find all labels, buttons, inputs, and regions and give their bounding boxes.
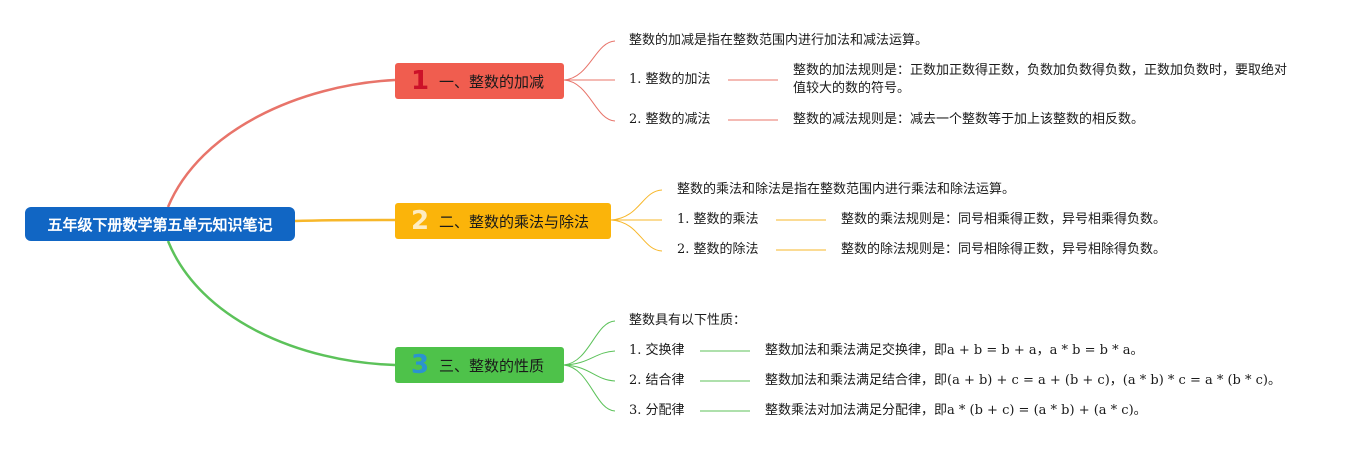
topic-1-branch-intro [563, 40, 616, 81]
topic-3-branch-item-3 [563, 364, 616, 412]
topic-2-item-2-detail[interactable]: 整数的除法规则是：同号相除得正数，异号相除得负数。 [841, 242, 1167, 257]
topic-1-intro[interactable]: 整数的加减是指在整数范围内进行加法和减法运算。 [629, 33, 929, 48]
topic-2-label: 二、整数的乘法与除法 [439, 212, 590, 231]
root-to-topic-1-line [166, 78, 396, 208]
topic-3-item-3-label[interactable]: 3. 分配律 [629, 403, 685, 418]
topic-1-number-icon: 1 [410, 66, 430, 96]
topic-3-intro[interactable]: 整数具有以下性质： [629, 313, 747, 328]
topic-node-1[interactable]: 1 一、整数的加减 [395, 63, 564, 99]
root-label: 五年级下册数学第五单元知识笔记 [47, 215, 273, 234]
topic-1-item-2-label[interactable]: 2. 整数的减法 [629, 112, 711, 127]
topic-3-item-3-detail[interactable]: 整数乘法对加法满足分配律，即a * (b + c) = (a * b) + (a… [765, 403, 1147, 418]
topic-3-label: 三、整数的性质 [439, 356, 545, 375]
topic-node-2[interactable]: 2 二、整数的乘法与除法 [395, 203, 611, 239]
topic-3-branch-item-1 [563, 350, 616, 366]
topic-3-item-1-detail[interactable]: 整数加法和乘法满足交换律，即a + b = b + a，a * b = b * … [765, 343, 1144, 358]
topic-3-number-icon: 3 [410, 350, 430, 380]
topic-3-branch-intro [563, 320, 616, 366]
topic-1-item-1-detail[interactable]: 整数的加法规则是：正数加正数得正数，负数加负数得负数，正数加负数时，要取绝对值较… [793, 63, 1288, 96]
topic-1-item-1-label[interactable]: 1. 整数的加法 [629, 72, 711, 87]
root-to-topic-3-line [166, 240, 396, 367]
topic-2-item-2-label[interactable]: 2. 整数的除法 [677, 242, 759, 257]
topic-3-item-1-label[interactable]: 1. 交换律 [629, 343, 685, 358]
root-node[interactable]: 五年级下册数学第五单元知识笔记 [25, 207, 295, 241]
topic-1-label: 一、整数的加减 [439, 72, 545, 91]
topic-2-item-1-detail[interactable]: 整数的乘法规则是：同号相乘得正数，异号相乘得负数。 [841, 212, 1167, 227]
topic-3-item-2-label[interactable]: 2. 结合律 [629, 373, 685, 388]
topic-2-intro[interactable]: 整数的乘法和除法是指在整数范围内进行乘法和除法运算。 [677, 182, 1016, 197]
topic-3-item-2-detail[interactable]: 整数加法和乘法满足结合律，即(a + b) + c = a + (b + c)，… [765, 373, 1281, 388]
root-to-topic-2-line [294, 218, 396, 223]
topic-2-branch-item-2 [610, 219, 663, 252]
topic-node-3[interactable]: 3 三、整数的性质 [395, 347, 564, 383]
topic-2-number-icon: 2 [410, 206, 430, 236]
topic-2-branch-intro [610, 189, 663, 221]
topic-2-item-1-label[interactable]: 1. 整数的乘法 [677, 212, 759, 227]
topic-1-branch-item-2 [563, 79, 616, 122]
topic-1-item-2-detail[interactable]: 整数的减法规则是：减去一个整数等于加上该整数的相反数。 [793, 112, 1145, 127]
topic-3-branch-item-2 [563, 364, 616, 382]
